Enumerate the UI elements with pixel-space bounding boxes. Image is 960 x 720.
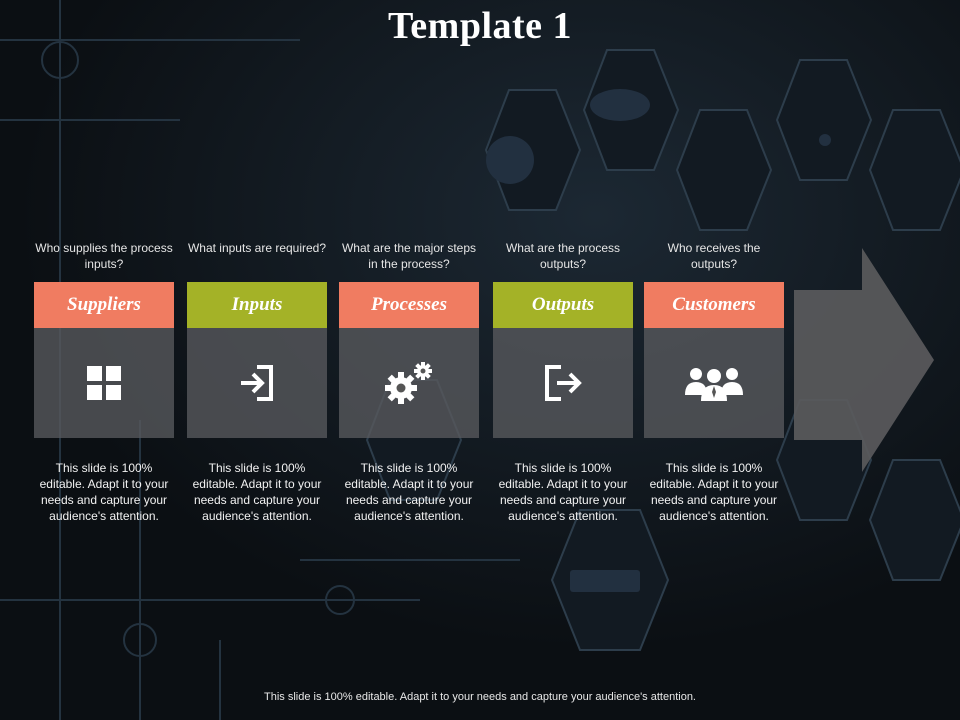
icon-box <box>644 328 784 438</box>
column-question: What are the major steps in the process? <box>341 241 477 271</box>
column-description: This slide is 100% editable. Adapt it to… <box>39 461 169 523</box>
users-icon <box>685 368 743 401</box>
column-description: This slide is 100% editable. Adapt it to… <box>344 461 474 523</box>
column-question: Who receives the outputs? <box>667 241 761 271</box>
column-header: Inputs <box>187 282 327 328</box>
footer-note: This slide is 100% editable. Adapt it to… <box>264 691 696 703</box>
column-header: Suppliers <box>34 282 174 328</box>
column-question: What are the process outputs? <box>505 241 621 271</box>
sign-in-icon <box>241 365 273 401</box>
column-outputs: What are the process outputs? Outputs Th… <box>493 240 633 524</box>
column-description: This slide is 100% editable. Adapt it to… <box>192 461 322 523</box>
column-description: This slide is 100% editable. Adapt it to… <box>649 461 779 523</box>
column-description: This slide is 100% editable. Adapt it to… <box>498 461 628 523</box>
column-question: What inputs are required? <box>187 241 327 255</box>
column-header: Outputs <box>493 282 633 328</box>
slide-title: Template 1 <box>387 5 573 47</box>
gears-icon <box>385 362 432 404</box>
column-header: Processes <box>339 282 479 328</box>
column-processes: What are the major steps in the process?… <box>339 240 479 524</box>
column-customers: Who receives the outputs? Customers This… <box>644 240 784 524</box>
column-suppliers: Who supplies the process inputs? Supplie… <box>34 240 174 524</box>
grid-icon <box>87 366 121 400</box>
sign-out-icon <box>545 365 582 401</box>
icon-box <box>493 328 633 438</box>
column-header: Customers <box>644 282 784 328</box>
column-question: Who supplies the process inputs? <box>35 241 173 271</box>
flow-arrow <box>794 248 934 472</box>
icon-box <box>339 328 479 438</box>
icon-box <box>34 328 174 438</box>
icon-box <box>187 328 327 438</box>
column-inputs: What inputs are required? Inputs This sl… <box>187 240 327 524</box>
